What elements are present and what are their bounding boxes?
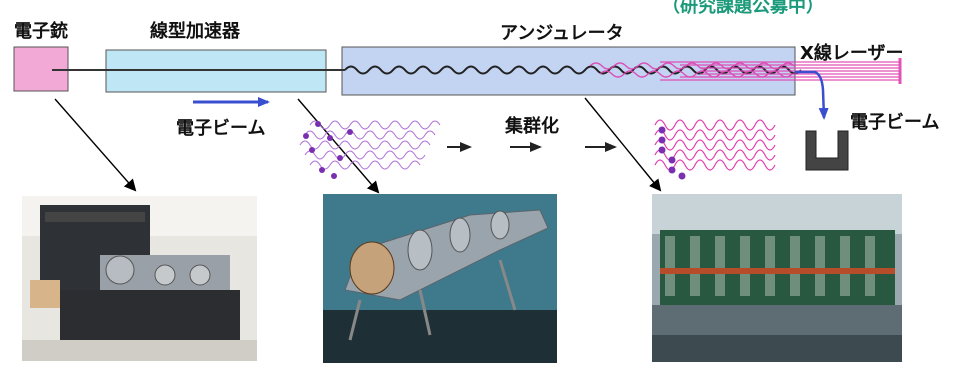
xray-laser-label: X線レーザー — [800, 43, 904, 64]
electron-gun-label: 電子銃 — [14, 21, 68, 42]
pointer-arrow-linac — [297, 98, 380, 194]
electron-beam-right-label: 電子ビーム — [850, 112, 940, 133]
undulator-label: アンジュレータ — [500, 23, 624, 44]
undulator-photo — [652, 194, 902, 362]
linac-photo — [323, 194, 557, 363]
pointer-arrow-undulator — [584, 97, 662, 192]
electron-beam-deflection — [795, 70, 829, 120]
electron-wave-cluster-right — [654, 119, 776, 180]
pointer-arrow-gun — [54, 98, 137, 192]
recruitment-label: （研究課題公募中） — [662, 0, 824, 17]
linac-label: 線型加速器 — [150, 21, 240, 42]
xray-laser-beam — [589, 58, 902, 84]
electron-wave-cluster-left — [299, 120, 441, 179]
beam-dump-icon — [805, 130, 849, 171]
undulator-wiggle — [344, 65, 802, 75]
electron-beam-left-label: 電子ビーム — [176, 118, 266, 139]
bunching-label: 集群化 — [505, 116, 559, 137]
electron-gun-photo — [22, 196, 257, 361]
